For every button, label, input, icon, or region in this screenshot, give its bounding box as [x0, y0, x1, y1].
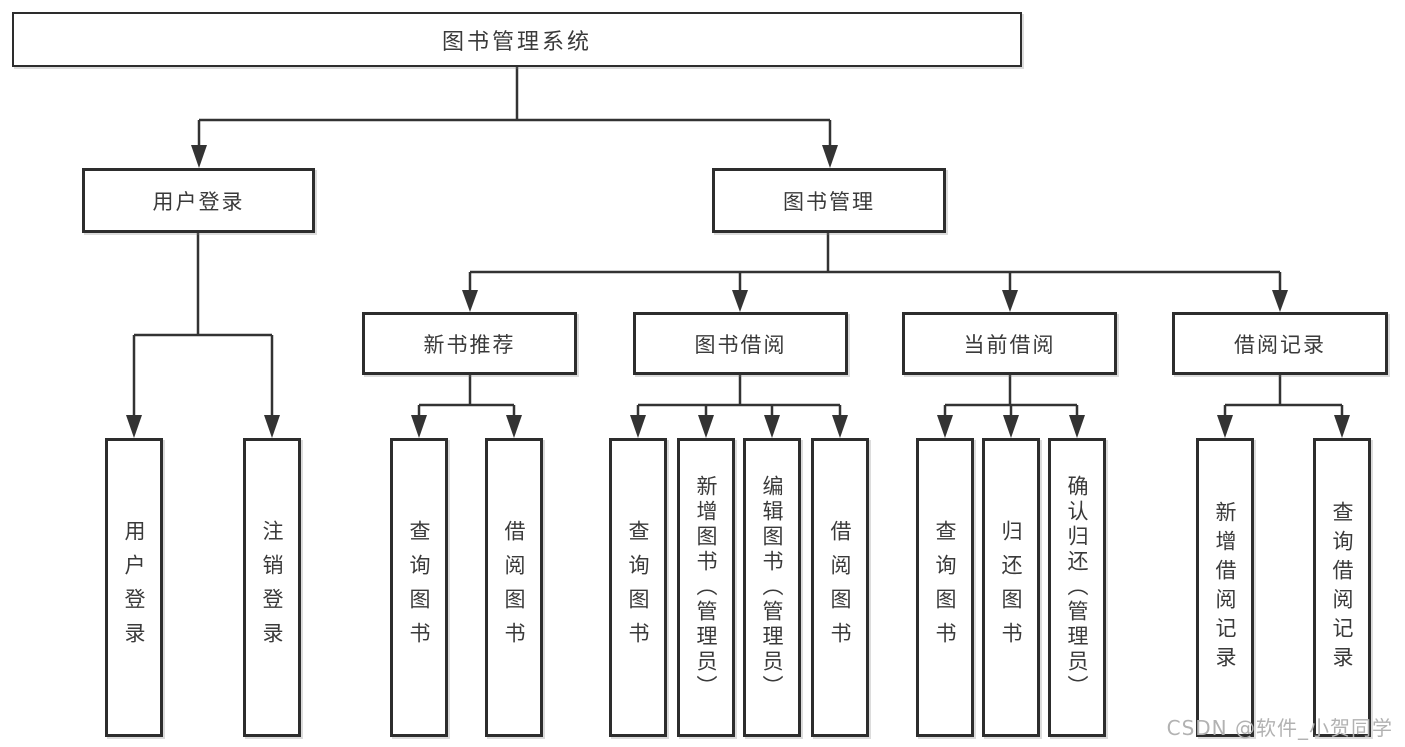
- leaf-user-login-label: 用户登录: [122, 519, 147, 656]
- leaf-confirm-return-admin: 确认归还（管理员）: [1048, 438, 1106, 737]
- node-book-management: 图书管理: [712, 168, 946, 233]
- leaf-add-books-admin: 新增图书（管理员）: [677, 438, 735, 737]
- leaf-add-borrow-record: 新增借阅记录: [1196, 438, 1254, 737]
- node-root-system: 图书管理系统: [12, 12, 1022, 67]
- leaf-borrow-query-books-label: 查询图书: [626, 519, 651, 656]
- leaf-add-books-admin-label: 新增图书（管理员）: [694, 475, 719, 700]
- leaf-edit-books-admin: 编辑图书（管理员）: [743, 438, 801, 737]
- node-new-book-recommend-label: 新书推荐: [423, 332, 516, 357]
- leaf-recommend-borrow-books: 借阅图书: [485, 438, 543, 737]
- node-current-borrow-label: 当前借阅: [963, 332, 1056, 357]
- node-book-borrow: 图书借阅: [633, 312, 848, 375]
- leaf-add-borrow-record-label: 新增借阅记录: [1213, 500, 1238, 675]
- leaf-borrow-query-books: 查询图书: [609, 438, 667, 737]
- node-borrow-records: 借阅记录: [1172, 312, 1388, 375]
- leaf-return-books: 归还图书: [982, 438, 1040, 737]
- node-current-borrow: 当前借阅: [902, 312, 1117, 375]
- node-borrow-records-label: 借阅记录: [1234, 332, 1326, 357]
- leaf-logout-label: 注销登录: [260, 519, 285, 656]
- leaf-query-borrow-record-label: 查询借阅记录: [1330, 500, 1355, 675]
- leaf-current-query-books-label: 查询图书: [933, 519, 958, 656]
- leaf-user-login: 用户登录: [105, 438, 163, 737]
- leaf-current-query-books: 查询图书: [916, 438, 974, 737]
- leaf-return-books-label: 归还图书: [999, 519, 1024, 656]
- leaf-query-borrow-record: 查询借阅记录: [1313, 438, 1371, 737]
- node-new-book-recommend: 新书推荐: [362, 312, 577, 375]
- node-book-borrow-label: 图书借阅: [694, 332, 787, 357]
- leaf-borrow-books-label: 借阅图书: [828, 519, 853, 656]
- leaf-recommend-query-books-label: 查询图书: [407, 519, 432, 656]
- node-user-login: 用户登录: [82, 168, 315, 233]
- node-root-label: 图书管理系统: [441, 29, 592, 55]
- leaf-edit-books-admin-label: 编辑图书（管理员）: [760, 475, 785, 700]
- csdn-watermark: CSDN @软件_小贺同学: [1166, 716, 1393, 740]
- leaf-borrow-books: 借阅图书: [811, 438, 869, 737]
- leaf-recommend-query-books: 查询图书: [390, 438, 448, 737]
- leaf-confirm-return-admin-label: 确认归还（管理员）: [1065, 475, 1090, 700]
- node-user-login-label: 用户登录: [152, 189, 245, 214]
- leaf-recommend-borrow-books-label: 借阅图书: [502, 519, 527, 656]
- leaf-logout: 注销登录: [243, 438, 301, 737]
- node-book-management-label: 图书管理: [783, 189, 875, 214]
